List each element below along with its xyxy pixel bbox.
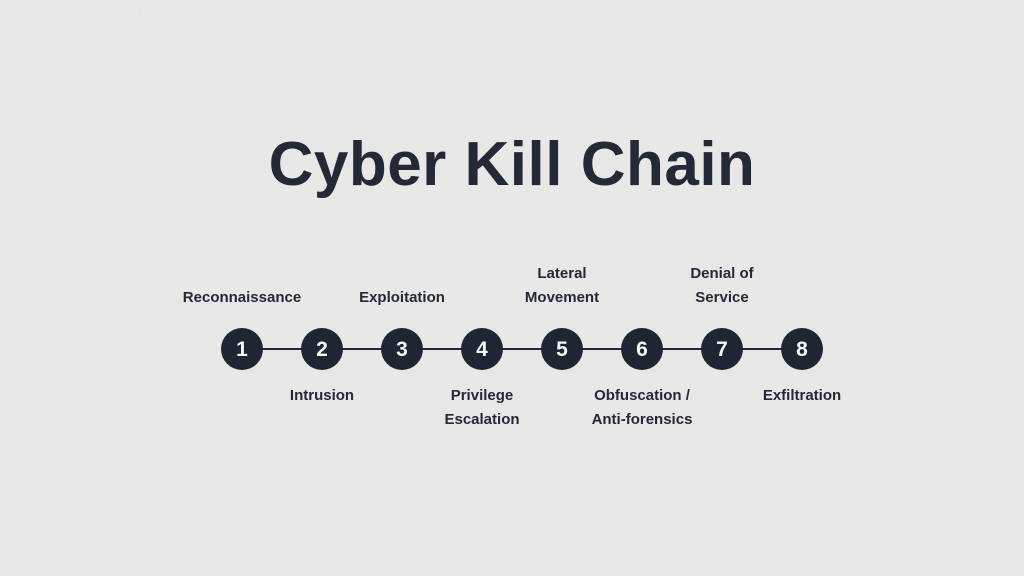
step-number: 5 — [556, 337, 568, 361]
timeline-node-1: 1 — [221, 328, 263, 370]
timeline-node-7: 7 — [701, 328, 743, 370]
step-number: 3 — [396, 337, 408, 361]
timeline-node-3: 3 — [381, 328, 423, 370]
timeline-node-2: 2 — [301, 328, 343, 370]
timeline-connector-line — [242, 348, 802, 350]
step-number: 2 — [316, 337, 328, 361]
step-label-privilege-escalation: Privilege Escalation — [444, 387, 520, 428]
timeline-node-5: 5 — [541, 328, 583, 370]
timeline-node-8: 8 — [781, 328, 823, 370]
step-number: 7 — [716, 337, 728, 361]
step-label-reconnaissance: Reconnaissance — [182, 289, 302, 306]
step-label-lateral-movement: Lateral Movement — [524, 265, 600, 306]
step-number: 8 — [796, 337, 808, 361]
timeline-node-4: 4 — [461, 328, 503, 370]
step-label-exploitation: Exploitation — [359, 289, 445, 306]
timeline-node-6: 6 — [621, 328, 663, 370]
step-number: 6 — [636, 337, 648, 361]
step-number: 4 — [476, 337, 488, 361]
step-number: 1 — [236, 337, 248, 361]
step-label-intrusion: Intrusion — [289, 387, 355, 404]
step-label-denial-of-service: Denial of Service — [690, 265, 754, 306]
step-label-obfuscation-anti-forensics: Obfuscation / Anti-forensics — [591, 387, 693, 428]
page-title: Cyber Kill Chain — [268, 130, 756, 199]
step-label-exfiltration: Exfiltration — [762, 387, 842, 404]
